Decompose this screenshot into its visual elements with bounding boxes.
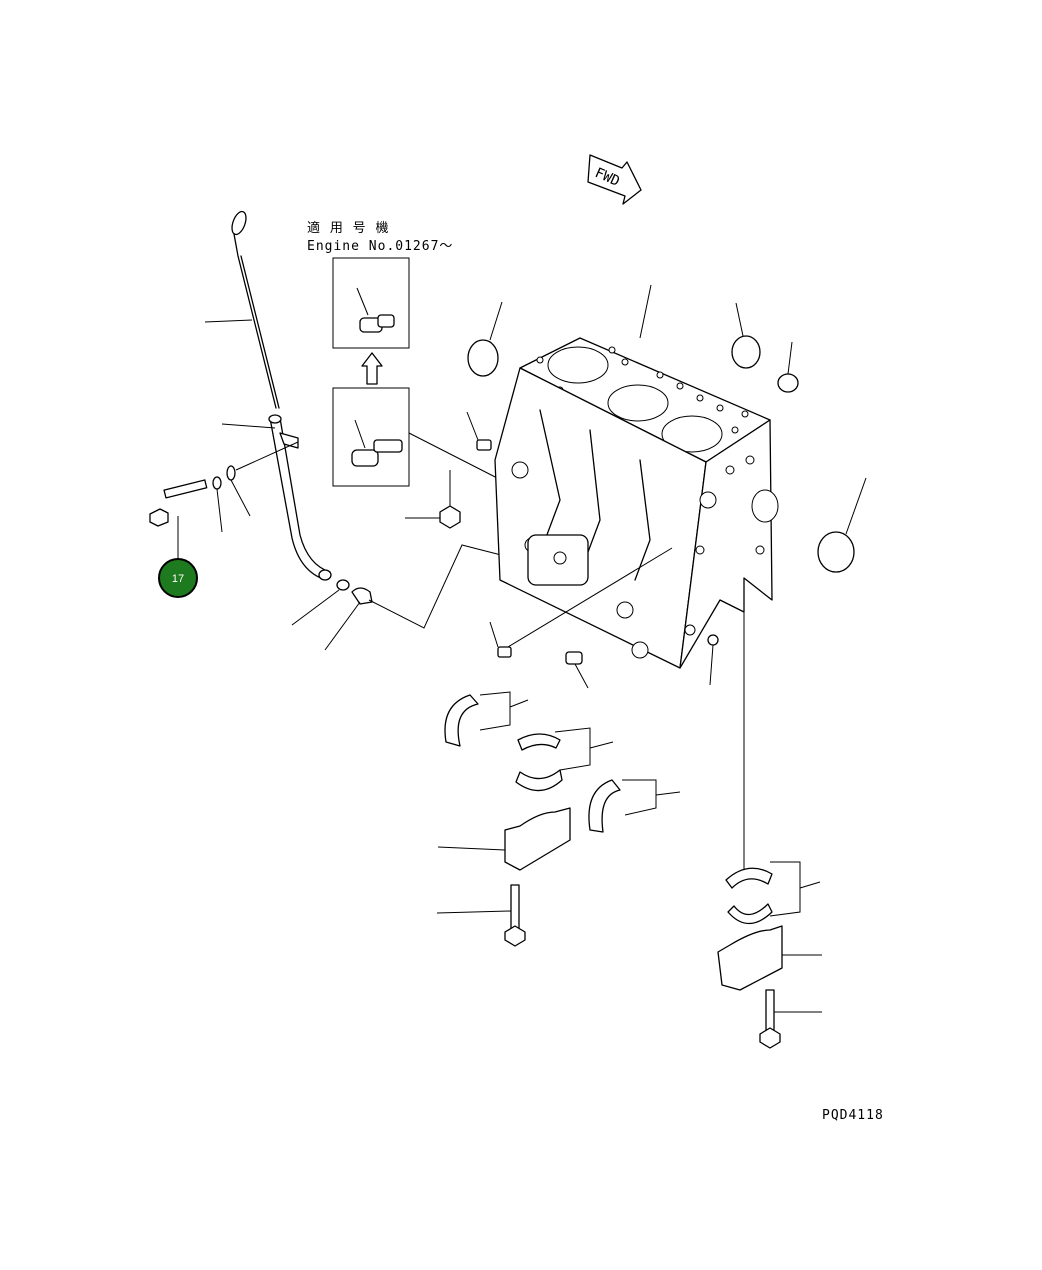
thrust-washer-1 (444, 691, 529, 747)
detail-box-old (332, 387, 506, 487)
main-bearing-cap-1 (437, 807, 571, 871)
bearing-shell-1 (515, 727, 614, 792)
note-engine-number: Engine No.01267～ (307, 239, 453, 254)
mounting-bolt (149, 465, 251, 558)
fwd-arrow: FWD (587, 154, 642, 205)
serial-note: 適 用 号 機 Engine No.01267～ (307, 220, 453, 254)
engine-block (494, 337, 779, 669)
oring-elbow (291, 544, 506, 651)
detail-box-new (332, 257, 410, 349)
upgrade-arrow (361, 352, 383, 385)
dipstick-assembly (204, 210, 332, 581)
cylinder-plugs (467, 284, 867, 573)
note-applicable-serial: 適 用 号 機 (307, 220, 389, 236)
drawing-code: PQD4118 (822, 1108, 884, 1123)
bearing-shell-2 (725, 861, 821, 925)
thrust-washer-2 (588, 779, 681, 833)
main-bearing-cap-2 (717, 925, 822, 991)
callout-17-number: 17 (172, 573, 184, 585)
callout-17[interactable]: 17 (158, 558, 198, 598)
cap-bolt-2 (759, 989, 822, 1049)
block-fittings (405, 411, 745, 870)
cap-bolt-1 (436, 884, 526, 947)
